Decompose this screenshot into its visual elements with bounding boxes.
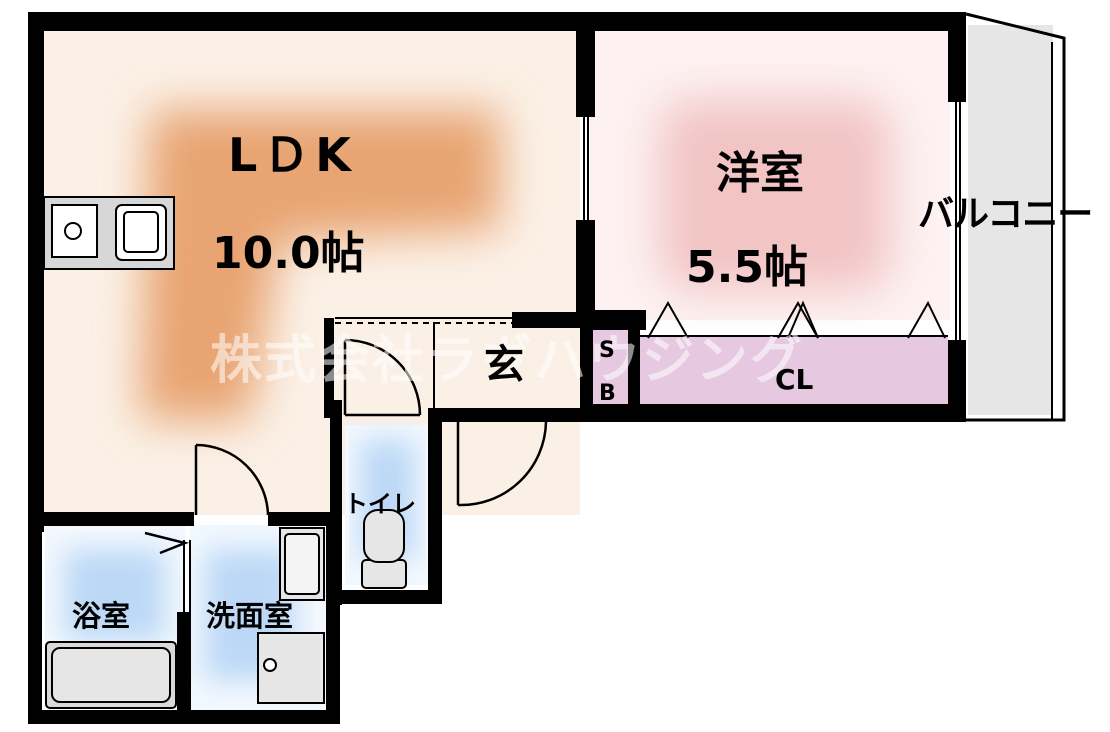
toilet-bowl	[361, 509, 407, 589]
washing-machine-pan	[257, 632, 325, 704]
thin-lines	[32, 12, 1066, 612]
toilet-door[interactable]	[343, 338, 422, 417]
ldk-size: 10.0帖	[212, 228, 365, 279]
shoebox-label-b: B	[599, 381, 616, 406]
doors	[144, 338, 548, 555]
kitchen-counter	[43, 196, 175, 270]
western-room-size: 5.5帖	[686, 242, 808, 293]
bathtub	[45, 641, 177, 709]
bath-color	[65, 550, 165, 640]
washroom-door[interactable]	[194, 443, 270, 516]
closet-doors	[647, 300, 946, 339]
balcony-label: バルコニー	[918, 194, 1093, 235]
bath-door[interactable]	[144, 531, 190, 555]
vanity	[279, 527, 325, 601]
washroom-label: 洗面室	[206, 599, 294, 633]
closet-floor	[640, 335, 948, 407]
ldk-label: LＤK	[228, 128, 357, 182]
balcony-floor	[968, 25, 1053, 415]
entrance-door[interactable]	[456, 421, 548, 507]
bath-label: 浴室	[72, 599, 131, 633]
ldk-color	[140, 110, 500, 420]
fixtures	[43, 196, 407, 709]
closet-label: CL	[775, 363, 814, 396]
western-room-label: 洋室	[716, 148, 804, 199]
shoebox-floor	[593, 330, 628, 410]
toilet-label: トイレ	[344, 490, 416, 518]
entrance-label: 玄	[484, 342, 524, 388]
shoebox-label-s: S	[599, 338, 615, 363]
western-color	[660, 100, 890, 290]
watermark: 株式会社ラヴハウジング	[210, 331, 805, 391]
walls	[28, 12, 966, 724]
